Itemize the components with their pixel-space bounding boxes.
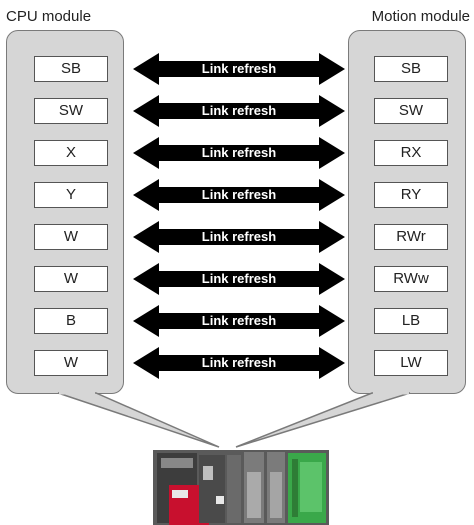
double-arrow-icon	[133, 137, 345, 169]
motion-device-rx: RX	[374, 140, 448, 166]
motion-device-rww: RWw	[374, 266, 448, 292]
double-arrow-icon	[133, 221, 345, 253]
link-refresh-label: Link refresh	[201, 313, 277, 328]
double-arrow-icon	[133, 53, 345, 85]
link-refresh-arrow: Link refresh	[133, 95, 345, 127]
motion-device-lw: LW	[374, 350, 448, 376]
link-refresh-arrow: Link refresh	[133, 221, 345, 253]
motion-device-rwr: RWr	[374, 224, 448, 250]
motion-device-lb: LB	[374, 308, 448, 334]
double-arrow-icon	[133, 347, 345, 379]
cpu-device-x: X	[34, 140, 108, 166]
double-arrow-icon	[133, 263, 345, 295]
double-arrow-icon	[133, 305, 345, 337]
cpu-callout-pointer	[57, 392, 220, 448]
double-arrow-icon	[133, 179, 345, 211]
cpu-device-w: W	[34, 266, 108, 292]
link-refresh-arrow: Link refresh	[133, 179, 345, 211]
motion-device-ry: RY	[374, 182, 448, 208]
cpu-device-w: W	[34, 224, 108, 250]
link-refresh-label: Link refresh	[201, 229, 277, 244]
link-refresh-arrow: Link refresh	[133, 53, 345, 85]
link-refresh-arrow: Link refresh	[133, 347, 345, 379]
link-refresh-arrow: Link refresh	[133, 137, 345, 169]
motion-module-title: Motion module	[371, 8, 470, 25]
motion-device-sb: SB	[374, 56, 448, 82]
link-refresh-label: Link refresh	[201, 355, 277, 370]
cpu-device-y: Y	[34, 182, 108, 208]
link-refresh-arrow: Link refresh	[133, 305, 345, 337]
cpu-device-sb: SB	[34, 56, 108, 82]
link-refresh-label: Link refresh	[201, 271, 277, 286]
plc-rack-icon	[153, 450, 329, 525]
cpu-device-sw: SW	[34, 98, 108, 124]
double-arrow-icon	[133, 95, 345, 127]
motion-callout-pointer	[235, 392, 411, 448]
motion-device-sw: SW	[374, 98, 448, 124]
cpu-module-title: CPU module	[6, 8, 92, 25]
cpu-device-w: W	[34, 350, 108, 376]
link-refresh-label: Link refresh	[201, 187, 277, 202]
link-refresh-label: Link refresh	[201, 145, 277, 160]
cpu-device-b: B	[34, 308, 108, 334]
link-refresh-label: Link refresh	[201, 103, 277, 118]
link-refresh-label: Link refresh	[201, 61, 277, 76]
link-refresh-arrow: Link refresh	[133, 263, 345, 295]
